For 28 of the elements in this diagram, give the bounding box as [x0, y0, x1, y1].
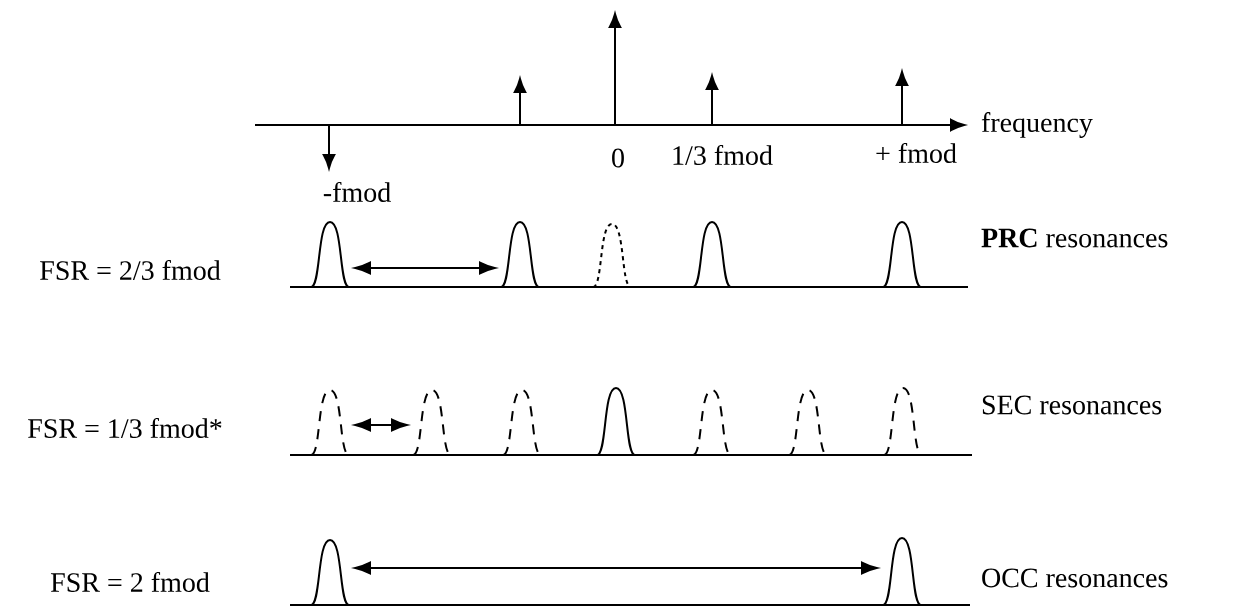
label: FSR = 2 fmod	[50, 572, 210, 592]
double-arrow	[354, 561, 878, 575]
label: -fmod	[323, 182, 391, 202]
resonance-peak	[310, 221, 350, 288]
resonance-peak	[596, 387, 636, 456]
label: PRC resonances	[981, 228, 1168, 248]
label: FSR = 2/3 fmod	[40, 260, 221, 280]
double-arrow	[354, 261, 496, 275]
resonance-peak	[310, 389, 350, 456]
label: OCC resonances	[982, 568, 1168, 588]
resonance-peak	[692, 221, 732, 288]
label: + fmod	[876, 143, 957, 163]
label: FSR = 1/3 fmod*	[28, 418, 222, 438]
label: 1/3 fmod	[673, 145, 773, 165]
resonance-peak	[502, 389, 542, 456]
resonance-peak	[692, 389, 732, 456]
resonance-peak	[882, 221, 922, 288]
label: 0	[612, 148, 624, 168]
resonance-peak	[412, 389, 452, 456]
resonance-peak	[788, 389, 828, 456]
double-arrow	[354, 418, 408, 432]
resonance-peak	[500, 221, 540, 288]
resonance-peak	[310, 539, 350, 606]
label: frequency	[981, 112, 1093, 138]
label: SEC resonances	[982, 395, 1162, 415]
resonance-peak	[883, 387, 923, 456]
resonance-peak	[882, 537, 922, 606]
resonance-peak	[592, 223, 632, 288]
